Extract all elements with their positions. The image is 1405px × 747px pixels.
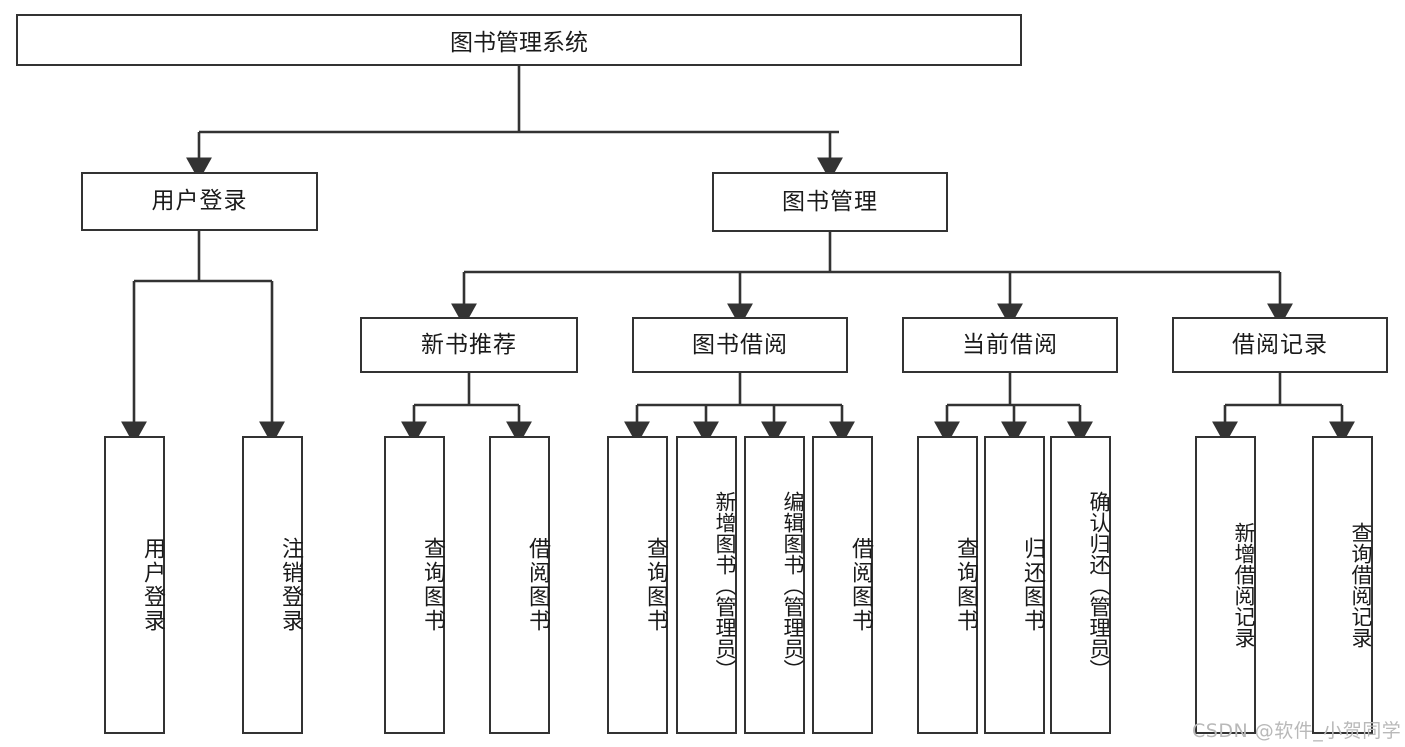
node-label: 新书推荐	[421, 331, 517, 358]
csdn-watermark: CSDN @软件_小贺同学	[1192, 720, 1402, 742]
node-label: 用户登录	[140, 537, 165, 633]
node-borrow-record[interactable]: 借阅记录	[1172, 317, 1388, 373]
node-label: 归还图书	[1020, 537, 1045, 633]
node-leaf-confirm-return[interactable]: 确认归还（管理员）	[1050, 436, 1111, 734]
node-label: 图书借阅	[692, 331, 788, 358]
node-label: 借阅图书	[525, 537, 550, 633]
node-root-system[interactable]: 图书管理系统	[16, 14, 1022, 66]
node-leaf-borrow-book-2[interactable]: 借阅图书	[812, 436, 873, 734]
node-leaf-query-record[interactable]: 查询借阅记录	[1312, 436, 1373, 734]
node-leaf-query-book-1[interactable]: 查询图书	[384, 436, 445, 734]
node-leaf-logout[interactable]: 注销登录	[242, 436, 303, 734]
node-leaf-query-book-3[interactable]: 查询图书	[917, 436, 978, 734]
node-label: 注销登录	[278, 537, 303, 633]
node-label: 用户登录	[151, 188, 248, 215]
node-book-manage[interactable]: 图书管理	[712, 172, 948, 232]
node-label: 查询借阅记录	[1349, 522, 1373, 648]
node-label: 查询图书	[953, 537, 978, 633]
node-label: 确认归还（管理员）	[1087, 490, 1111, 680]
node-label: 查询图书	[643, 537, 668, 633]
node-label: 编辑图书（管理员）	[781, 490, 805, 680]
node-leaf-return-book[interactable]: 归还图书	[984, 436, 1045, 734]
node-leaf-edit-book[interactable]: 编辑图书（管理员）	[744, 436, 805, 734]
node-leaf-user-login[interactable]: 用户登录	[104, 436, 165, 734]
node-user-login[interactable]: 用户登录	[81, 172, 318, 231]
node-leaf-add-record[interactable]: 新增借阅记录	[1195, 436, 1256, 734]
node-label: 当前借阅	[962, 331, 1058, 358]
node-new-book-recommend[interactable]: 新书推荐	[360, 317, 578, 373]
node-leaf-add-book[interactable]: 新增图书（管理员）	[676, 436, 737, 734]
node-current-borrow[interactable]: 当前借阅	[902, 317, 1118, 373]
node-leaf-borrow-book-1[interactable]: 借阅图书	[489, 436, 550, 734]
node-label: 图书管理	[782, 188, 878, 215]
node-leaf-query-book-2[interactable]: 查询图书	[607, 436, 668, 734]
node-label: 借阅记录	[1232, 331, 1328, 358]
node-book-borrow[interactable]: 图书借阅	[632, 317, 848, 373]
node-label: 查询图书	[420, 537, 445, 633]
node-label: 图书管理系统	[450, 30, 588, 56]
node-label: 新增图书（管理员）	[713, 490, 737, 680]
node-label: 借阅图书	[848, 537, 873, 633]
node-label: 新增借阅记录	[1232, 522, 1256, 648]
